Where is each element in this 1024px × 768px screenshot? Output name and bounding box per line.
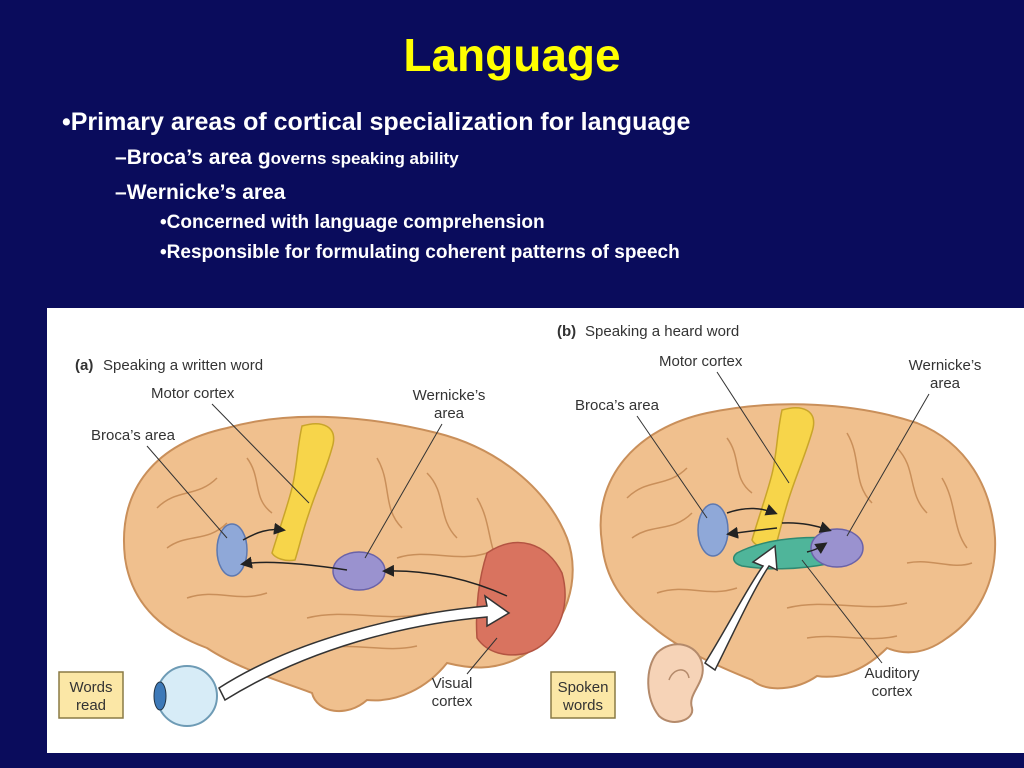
- words-read-box: Words read: [58, 671, 124, 719]
- wernicke-area-b: [810, 528, 864, 568]
- label-visual-line2: cortex: [432, 693, 473, 710]
- spoken-words-box: Spoken words: [550, 671, 616, 719]
- wernicke-term: Wernicke’s area: [126, 181, 286, 204]
- auditory-input-arrow: [703, 544, 778, 672]
- broca-term: Broca’s area g: [126, 146, 271, 169]
- brain-a-folds: [156, 457, 503, 650]
- label-auditory-line2: cortex: [872, 683, 913, 700]
- broca-description: overns speaking ability: [270, 149, 459, 168]
- label-motor-cortex-b: Motor cortex: [659, 353, 743, 370]
- spoken-words-line2: words: [562, 697, 603, 714]
- eye-icon: [153, 665, 218, 727]
- brain-language-figure: (a) Speaking a written word: [47, 308, 1024, 753]
- panel-b-tag: (b): [557, 323, 576, 340]
- bullet-wernicke: –Wernicke’s area: [115, 181, 285, 205]
- visual-input-arrow: [218, 594, 511, 702]
- label-motor-cortex-a: Motor cortex: [151, 385, 235, 402]
- slide-title: Language: [403, 29, 621, 81]
- bullet-primary-areas: •Primary areas of cortical specializatio…: [62, 108, 691, 136]
- panel-a: (a) Speaking a written word: [58, 357, 574, 727]
- bullet-speech-patterns: •Responsible for formulating coherent pa…: [160, 242, 680, 263]
- words-read-line1: Words: [69, 679, 112, 696]
- label-auditory-line1: Auditory: [864, 665, 920, 682]
- motor-cortex-a: [271, 423, 335, 562]
- label-wernicke-a-line2: area: [434, 405, 465, 422]
- broca-area-a: [216, 523, 248, 577]
- words-read-line2: read: [76, 697, 106, 714]
- brain-figure-svg: (a) Speaking a written word: [58, 323, 997, 727]
- label-wernicke-b-line2: area: [930, 375, 961, 392]
- label-visual-line1: Visual: [432, 675, 473, 692]
- label-wernicke-b-line1: Wernicke’s: [909, 357, 982, 374]
- ear-icon: [647, 643, 704, 723]
- bullet-broca: –Broca’s area governs speaking ability: [115, 146, 459, 170]
- brain-b-folds: [626, 432, 973, 640]
- panel-a-tag: (a): [75, 357, 93, 374]
- panel-a-caption: Speaking a written word: [103, 357, 263, 374]
- label-broca-a: Broca’s area: [91, 427, 176, 444]
- bullet-dash: –: [115, 181, 127, 204]
- panel-b-caption: Speaking a heard word: [585, 323, 739, 340]
- bullet-dash: –: [115, 146, 127, 169]
- bullet-comprehension: •Concerned with language comprehension: [160, 212, 545, 233]
- label-wernicke-a-line1: Wernicke’s: [413, 387, 486, 404]
- label-broca-b: Broca’s area: [575, 397, 660, 414]
- spoken-words-line1: Spoken: [558, 679, 609, 696]
- panel-b: (b) Speaking a heard word: [550, 323, 997, 723]
- wernicke-area-a: [332, 551, 386, 591]
